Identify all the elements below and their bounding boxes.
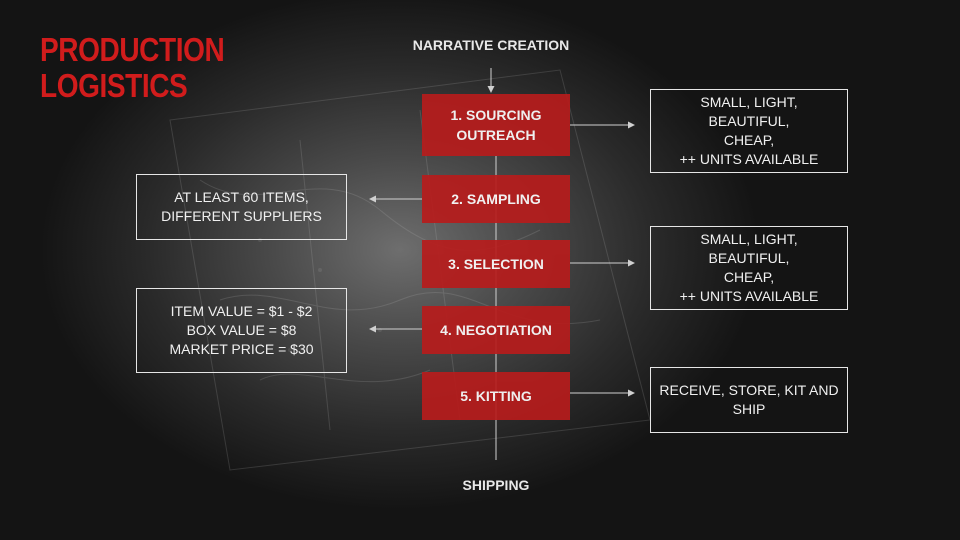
note-sourcing-line: ++ UNITS AVAILABLE	[679, 151, 819, 167]
step-1-label-line1: 1. SOURCING	[450, 107, 542, 123]
slide-title: PRODUCTION LOGISTICS	[40, 31, 225, 104]
step-3-label: 3. SELECTION	[448, 256, 544, 272]
note-negotiation: ITEM VALUE = $1 - $2 BOX VALUE = $8 MARK…	[136, 288, 347, 373]
flow-start-label: NARRATIVE CREATION	[412, 37, 570, 53]
step-5-label: 5. KITTING	[460, 388, 532, 404]
note-negotiation-line: BOX VALUE = $8	[186, 322, 297, 338]
step-selection: 3. SELECTION	[422, 240, 570, 288]
step-2-label: 2. SAMPLING	[451, 191, 541, 207]
step-sampling: 2. SAMPLING	[422, 175, 570, 223]
note-selection-line: SMALL, LIGHT, BEAUTIFUL,	[700, 231, 798, 266]
note-selection-line: CHEAP,	[723, 269, 775, 285]
step-4-label: 4. NEGOTIATION	[440, 322, 552, 338]
note-selection-line: ++ UNITS AVAILABLE	[679, 288, 819, 304]
note-sampling-line: DIFFERENT SUPPLIERS	[161, 208, 322, 224]
note-negotiation-line: MARKET PRICE = $30	[169, 341, 314, 357]
flow-end-label: SHIPPING	[462, 477, 530, 493]
note-sourcing-line: CHEAP,	[723, 132, 775, 148]
note-selection: SMALL, LIGHT, BEAUTIFUL, CHEAP, ++ UNITS…	[650, 226, 848, 310]
note-kitting-line: SHIP	[732, 401, 766, 417]
note-kitting-line: RECEIVE, STORE, KIT AND	[659, 382, 839, 398]
note-kitting: RECEIVE, STORE, KIT AND SHIP	[650, 367, 848, 433]
note-sourcing: SMALL, LIGHT, BEAUTIFUL, CHEAP, ++ UNITS…	[650, 89, 848, 173]
note-negotiation-line: ITEM VALUE = $1 - $2	[170, 303, 313, 319]
note-sampling-line: AT LEAST 60 ITEMS,	[174, 189, 309, 205]
note-sourcing-line: SMALL, LIGHT, BEAUTIFUL,	[700, 94, 798, 129]
title-line-2: LOGISTICS	[40, 67, 188, 104]
step-sourcing-outreach: 1. SOURCING OUTREACH	[422, 94, 570, 156]
step-1-label-line2: OUTREACH	[456, 127, 536, 143]
title-line-1: PRODUCTION	[40, 31, 225, 68]
step-negotiation: 4. NEGOTIATION	[422, 306, 570, 354]
step-kitting: 5. KITTING	[422, 372, 570, 420]
note-sampling: AT LEAST 60 ITEMS, DIFFERENT SUPPLIERS	[136, 174, 347, 240]
